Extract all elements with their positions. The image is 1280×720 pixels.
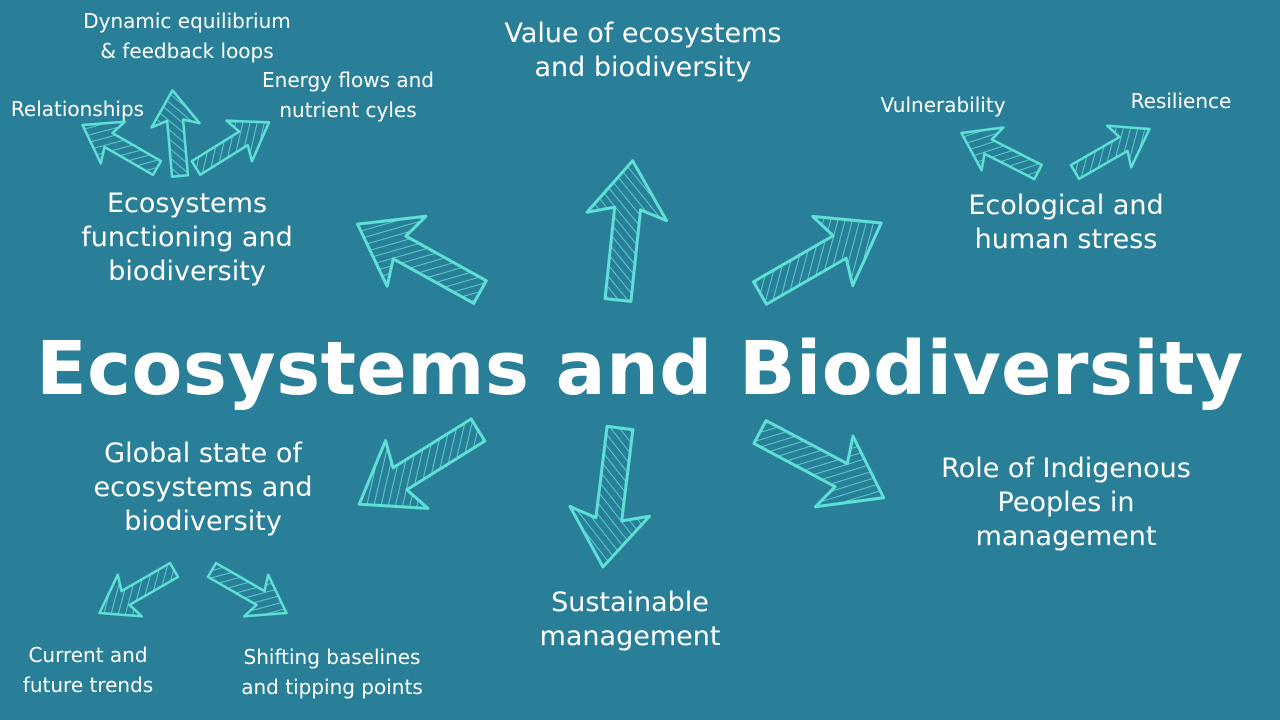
arrow-to-trends bbox=[86, 547, 188, 636]
topic-stress: Ecological and human stress bbox=[931, 189, 1201, 257]
topic-value: Value of ecosystems and biodiversity bbox=[478, 17, 808, 85]
topic-global-state-line-3: biodiversity bbox=[124, 506, 282, 538]
topic-value-line-2: and biodiversity bbox=[534, 52, 752, 84]
subtopic-baselines-line-1: Shifting baselines bbox=[243, 645, 421, 669]
subtopic-resilience: Resilience bbox=[1115, 86, 1247, 116]
topic-stress-line-2: human stress bbox=[974, 224, 1158, 256]
arrow-to-stress bbox=[738, 186, 903, 330]
subtopic-vulnerability: Vulnerability bbox=[862, 90, 1024, 120]
arrow-to-sustainable bbox=[561, 421, 662, 574]
subtopic-baselines-line-2: and tipping points bbox=[241, 675, 423, 699]
subtopic-equilibrium: Dynamic equilibrium & feedback loops bbox=[62, 6, 312, 66]
arrow-to-functioning bbox=[336, 187, 501, 329]
arrow-to-value bbox=[576, 155, 674, 306]
topic-functioning: Ecosystems functioning and biodiversity bbox=[47, 187, 327, 289]
topic-indigenous: Role of Indigenous Peoples in management bbox=[916, 452, 1216, 554]
topic-sustainable-line-1: Sustainable bbox=[551, 587, 709, 618]
subtopic-trends-line-1: Current and bbox=[28, 643, 148, 667]
topic-indigenous-line-2: Peoples in bbox=[997, 487, 1135, 519]
subtopic-trends-line-2: future trends bbox=[22, 673, 154, 697]
subtopic-equilibrium-line-2: & feedback loops bbox=[100, 39, 274, 63]
topic-stress-line-1: Ecological and bbox=[968, 190, 1164, 221]
topic-functioning-line-3: biodiversity bbox=[108, 256, 266, 288]
topic-global-state-line-1: Global state of bbox=[104, 438, 302, 469]
subtopic-relationships: Relationships bbox=[0, 94, 155, 124]
subtopic-resilience-line-1: Resilience bbox=[1130, 89, 1232, 113]
subtopic-baselines: Shifting baselines and tipping points bbox=[222, 642, 442, 702]
diagram-title: Ecosystems and Biodiversity bbox=[36, 326, 1244, 412]
subtopic-equilibrium-line-1: Dynamic equilibrium bbox=[83, 9, 291, 33]
arrow-to-global-state bbox=[336, 394, 501, 540]
subtopic-energy-line-2: nutrient cyles bbox=[279, 98, 417, 122]
arrow-to-vulnerability bbox=[949, 110, 1051, 195]
arrow-to-baselines bbox=[198, 547, 300, 636]
topic-global-state-line-2: ecosystems and bbox=[93, 472, 313, 504]
topic-functioning-line-2: functioning and bbox=[81, 222, 293, 254]
arrow-to-resilience bbox=[1061, 106, 1163, 195]
topic-indigenous-line-1: Role of Indigenous bbox=[941, 453, 1191, 484]
subtopic-energy: Energy flows and nutrient cyles bbox=[243, 65, 453, 125]
subtopic-trends: Current and future trends bbox=[8, 640, 168, 700]
arrow-to-indigenous bbox=[739, 395, 904, 535]
subtopic-energy-line-1: Energy flows and bbox=[262, 68, 434, 92]
topic-indigenous-line-3: management bbox=[975, 521, 1157, 553]
subtopic-vulnerability-line-1: Vulnerability bbox=[880, 93, 1006, 117]
topic-value-line-1: Value of ecosystems bbox=[504, 18, 782, 49]
topic-sustainable-line-2: management bbox=[539, 621, 721, 653]
topic-sustainable: Sustainable management bbox=[510, 586, 750, 654]
subtopic-relationships-line-1: Relationships bbox=[10, 97, 145, 121]
topic-functioning-line-1: Ecosystems bbox=[106, 188, 268, 219]
topic-global-state: Global state of ecosystems and biodivers… bbox=[68, 437, 338, 539]
